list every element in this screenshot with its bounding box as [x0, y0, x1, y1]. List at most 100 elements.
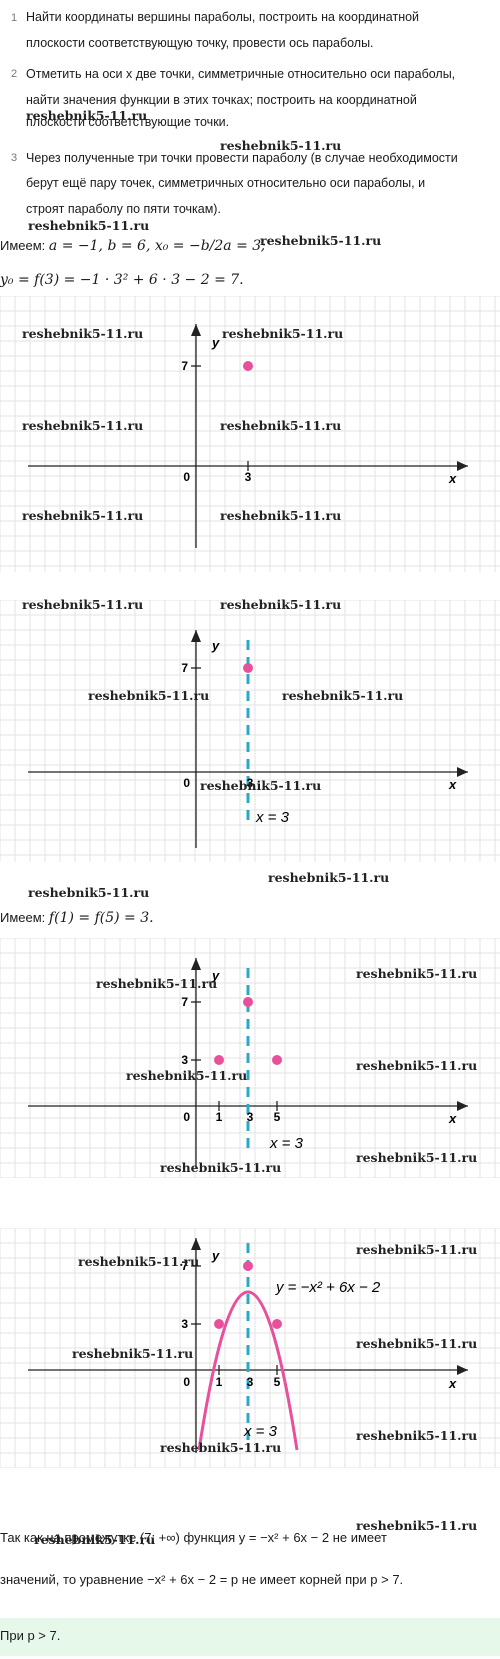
grid [0, 600, 500, 862]
vertex-point [243, 663, 253, 673]
conclusion-line-1: Так как на промежутке (7; +∞) функция y … [0, 1530, 387, 1545]
y-tick-label: 7 [181, 995, 188, 1009]
watermark: reshebnik5-11.ru [22, 597, 144, 612]
watermark: reshebnik5-11.ru [160, 1160, 282, 1175]
grid [0, 1228, 500, 1468]
x-tick-label: 3 [247, 1375, 254, 1389]
have-math: a = −1, b = 6, x₀ = −b/2a = 3; [48, 238, 266, 254]
have-prefix: Имеем: [0, 910, 46, 925]
point-x1 [214, 1055, 224, 1065]
y-axis-arrow-icon [191, 1238, 201, 1250]
graph-vertex: x y 0 3 7 [0, 296, 500, 572]
origin-label: 0 [183, 776, 190, 790]
x-tick-label: 3 [247, 1110, 254, 1124]
watermark: reshebnik5-11.ru [222, 326, 344, 341]
step-line: Через полученные три точки провести пара… [26, 151, 458, 165]
y-axis-arrow-icon [191, 958, 201, 970]
y-axis-label: y [211, 638, 220, 653]
step-number: 2 [11, 68, 18, 80]
y-tick-label: 7 [181, 359, 188, 373]
x-tick-label: 5 [274, 1375, 281, 1389]
x-axis-label: x [448, 471, 457, 486]
step-line: строят параболу по пяти точкам). [26, 202, 221, 216]
y-axis-label: y [211, 1248, 220, 1263]
grid [0, 296, 500, 572]
graph-parabola: x y 0 1 3 5 7 3 x = 3 y = −x² + 6x − 2 [0, 1228, 500, 1468]
x-tick-label: 5 [274, 1110, 281, 1124]
x-axis-arrow-icon [457, 1365, 468, 1375]
step-line: плоскости соответствующую точку, провест… [26, 36, 374, 50]
answer-text: При p > 7. [0, 1628, 61, 1643]
y-axis-label: y [211, 968, 220, 983]
have-line-1: Имеем: a = −1, b = 6, x₀ = −b/2a = 3; [0, 238, 266, 254]
axis-of-symmetry-label: x = 3 [255, 809, 290, 826]
watermark: reshebnik5-11.ru [260, 233, 382, 248]
x-tick-label: 3 [247, 776, 254, 790]
graph-three-points: x y 0 1 3 5 7 3 x = 3 [0, 938, 500, 1178]
vertex-point [243, 997, 253, 1007]
axis-of-symmetry-label: x = 3 [243, 1423, 278, 1440]
watermark: reshebnik5-11.ru [72, 1346, 194, 1361]
watermark: reshebnik5-11.ru [282, 688, 404, 703]
graph-axis-of-symmetry: x y 0 3 7 x = 3 [0, 600, 500, 862]
step-line: найти значения функции в этих точках; по… [26, 93, 417, 107]
step-line: берут ещё пару точек, симметричных относ… [26, 176, 426, 190]
x-tick-label: 1 [216, 1375, 223, 1389]
origin-label: 0 [183, 470, 190, 484]
watermark: reshebnik5-11.ru [220, 138, 342, 153]
x-axis-label: x [448, 1111, 457, 1126]
y-tick-label: 7 [181, 1259, 188, 1273]
y-axis-arrow-icon [191, 630, 201, 642]
watermark: reshebnik5-11.ru [220, 597, 342, 612]
y-axis-label: y [211, 335, 220, 350]
have-prefix: Имеем: [0, 238, 46, 253]
watermark: reshebnik5-11.ru [356, 1428, 478, 1443]
x-axis-label: x [448, 1376, 457, 1391]
conclusion-line-2: значений, то уравнение −x² + 6x − 2 = p … [0, 1572, 404, 1587]
parabola-equation-label: y = −x² + 6x − 2 [275, 1279, 381, 1296]
watermark: reshebnik5-11.ru [78, 1254, 200, 1269]
watermark: reshebnik5-11.ru [356, 1336, 478, 1351]
parabola-curve [197, 1290, 299, 1451]
y-tick-label: 3 [181, 1053, 188, 1067]
watermark: reshebnik5-11.ru [356, 1150, 478, 1165]
watermark: reshebnik5-11.ru [126, 1068, 248, 1083]
watermark: reshebnik5-11.ru [356, 1518, 478, 1533]
step-line: Найти координаты вершины параболы, постр… [26, 10, 420, 24]
step-number: 3 [11, 152, 18, 164]
x-axis-arrow-icon [457, 461, 468, 471]
y-tick-label: 7 [181, 661, 188, 675]
watermark: reshebnik5-11.ru [220, 508, 342, 523]
watermark: reshebnik5-11.ru [28, 885, 150, 900]
have-line-2: Имеем: f(1) = f(5) = 3. [0, 910, 154, 926]
watermark: reshebnik5-11.ru [28, 218, 150, 233]
x-tick-label: 1 [216, 1110, 223, 1124]
watermark: reshebnik5-11.ru [356, 1242, 478, 1257]
point-x1 [214, 1319, 224, 1329]
watermark: reshebnik5-11.ru [200, 778, 322, 793]
y0-line: y₀ = f(3) = −1 · 3² + 6 · 3 − 2 = 7. [0, 272, 244, 288]
y-tick-label: 3 [181, 1317, 188, 1331]
step-number: 1 [11, 12, 18, 24]
origin-label: 0 [183, 1375, 190, 1389]
y-axis-arrow-icon [191, 324, 201, 336]
step-line: Отметить на оси x две точки, симметричны… [26, 67, 456, 81]
watermark: reshebnik5-11.ru [268, 870, 390, 885]
watermark: reshebnik5-11.ru [96, 976, 218, 991]
x-axis-arrow-icon [457, 767, 468, 777]
point-x5 [272, 1055, 282, 1065]
x-axis-arrow-icon [457, 1101, 468, 1111]
grid [0, 938, 500, 1178]
watermark: reshebnik5-11.ru [22, 508, 144, 523]
vertex-point [243, 1261, 253, 1271]
watermark: reshebnik5-11.ru [22, 418, 144, 433]
watermark: reshebnik5-11.ru [34, 1532, 156, 1547]
vertex-point [243, 361, 253, 371]
x-axis-label: x [448, 777, 457, 792]
watermark: reshebnik5-11.ru [26, 108, 148, 123]
watermark: reshebnik5-11.ru [220, 418, 342, 433]
point-x5 [272, 1319, 282, 1329]
answer-box: При p > 7. [0, 1618, 500, 1656]
watermark: reshebnik5-11.ru [22, 326, 144, 341]
step-line: плоскости соответствующие точки. [26, 115, 230, 129]
